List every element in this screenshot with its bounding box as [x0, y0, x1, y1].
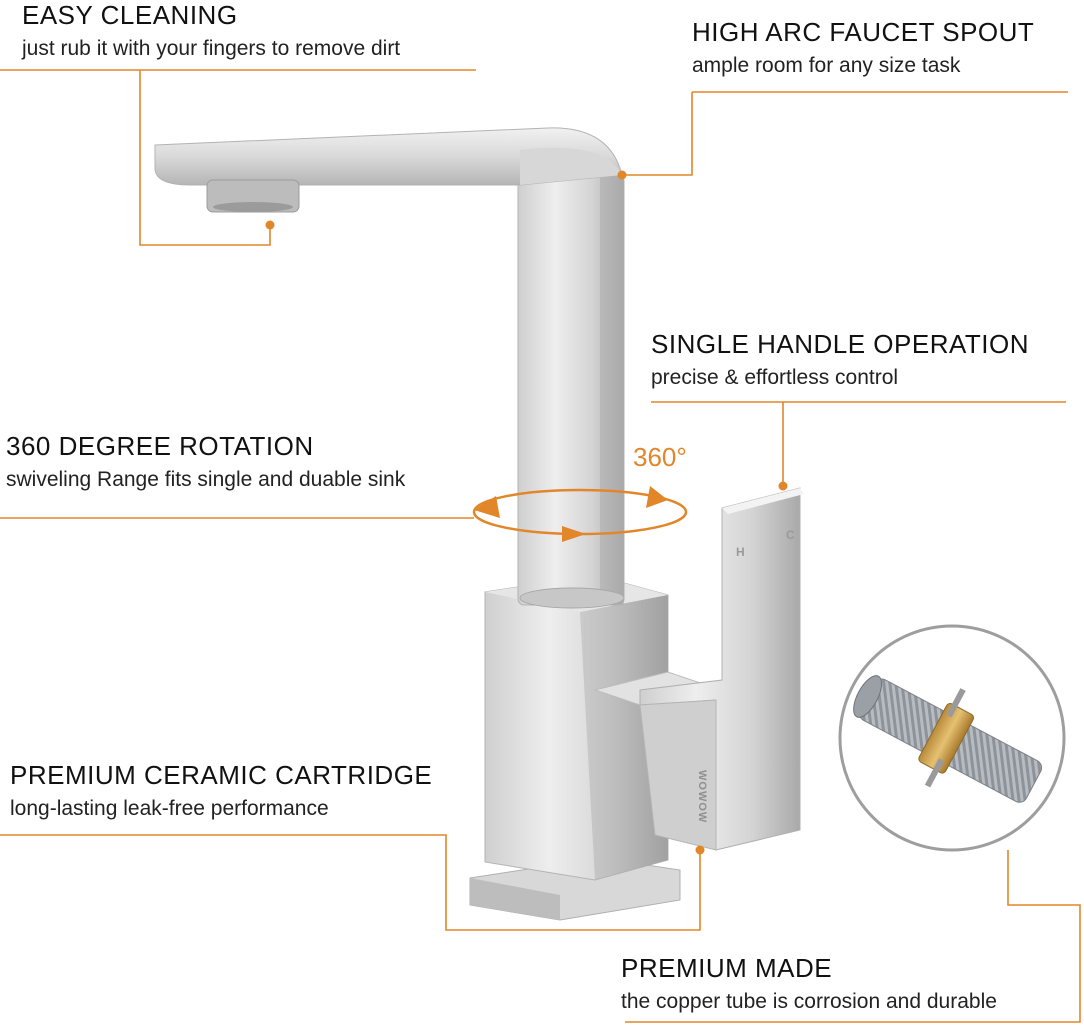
- callout-title: EASY CLEANING: [22, 0, 238, 30]
- callout-subtitle: just rub it with your fingers to remove …: [22, 37, 401, 60]
- callout-subtitle: the copper tube is corrosion and durable: [621, 990, 997, 1013]
- rotation-degree-label: 360°: [633, 442, 687, 472]
- callout-title: 360 DEGREE ROTATION: [6, 431, 314, 461]
- callout-title: SINGLE HANDLE OPERATION: [651, 329, 1029, 359]
- callout-title: HIGH ARC FAUCET SPOUT: [692, 17, 1035, 47]
- cold-mark: C: [786, 528, 796, 542]
- callout-subtitle: precise & effortless control: [651, 366, 899, 389]
- callout-subtitle: ample room for any size task: [692, 54, 961, 77]
- leader-dots: [265, 170, 788, 855]
- callout-premium-made: PREMIUM MADE the copper tube is corrosio…: [621, 955, 997, 1012]
- fitting-inset: [838, 624, 1066, 852]
- callout-subtitle: long-lasting leak-free performance: [10, 797, 329, 820]
- rotation-arrows: [472, 486, 688, 542]
- callout-single-handle: SINGLE HANDLE OPERATION precise & effort…: [651, 331, 1029, 388]
- hot-mark: H: [736, 545, 746, 559]
- faucet: [154, 127, 804, 921]
- brand-mark: WOWOW: [696, 770, 708, 824]
- callout-title: PREMIUM CERAMIC CARTRIDGE: [10, 760, 433, 790]
- callout-title: PREMIUM MADE: [621, 953, 833, 983]
- callout-cartridge: PREMIUM CERAMIC CARTRIDGE long-lasting l…: [10, 762, 432, 819]
- brass-ring: [918, 703, 975, 774]
- callout-easy-cleaning: EASY CLEANING just rub it with your fing…: [22, 2, 400, 59]
- callout-high-arc: HIGH ARC FAUCET SPOUT ample room for any…: [692, 19, 1034, 76]
- callout-rotation: 360 DEGREE ROTATION swiveling Range fits…: [6, 433, 405, 490]
- leader-lines: [0, 69, 1081, 1023]
- callout-subtitle: swiveling Range fits single and duable s…: [6, 468, 406, 491]
